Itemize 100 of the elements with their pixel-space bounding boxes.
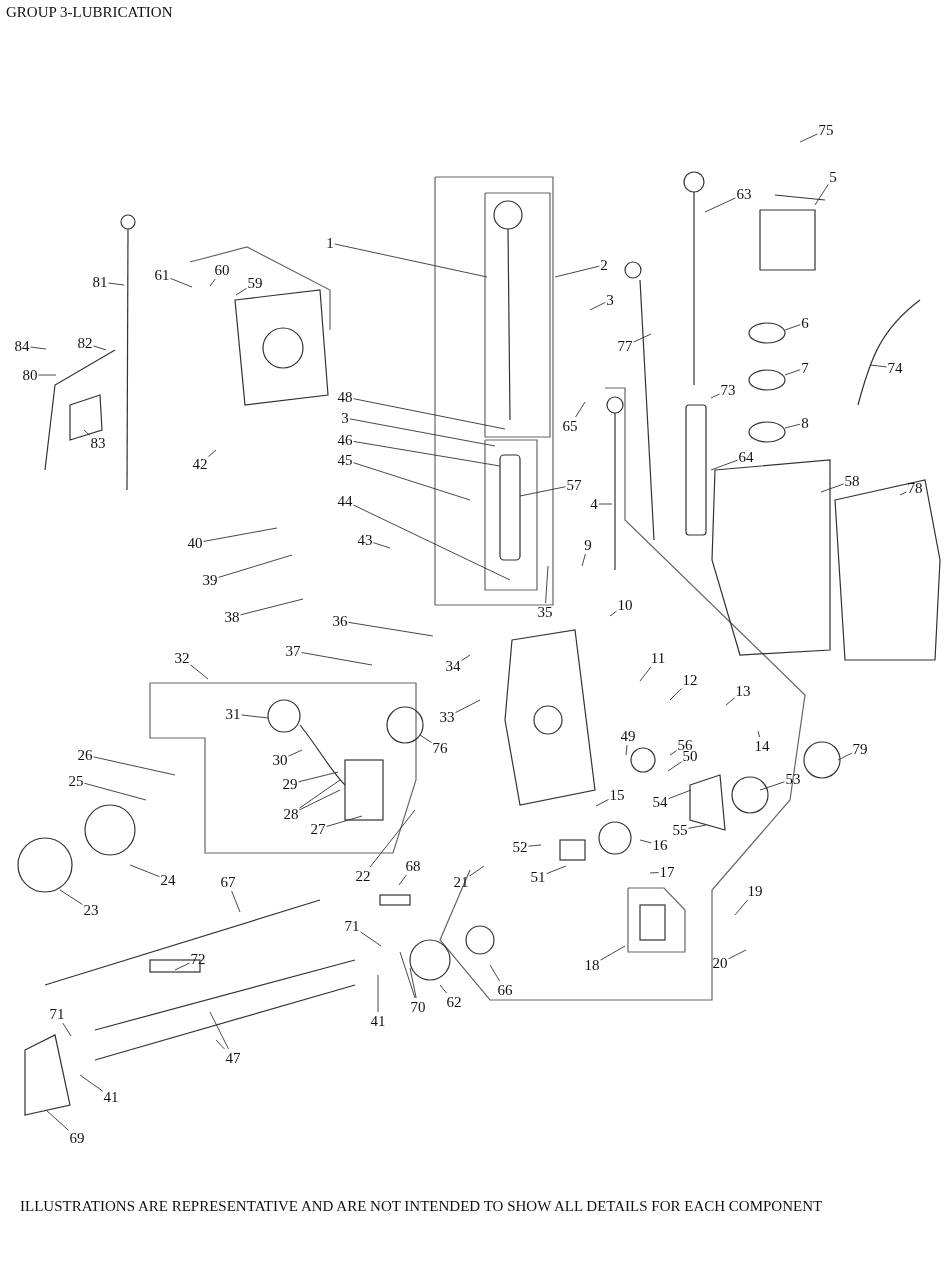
callout-number: 14 <box>754 738 770 754</box>
leader-line <box>208 449 217 457</box>
callout-number: 27 <box>310 821 326 837</box>
callout-number: 70 <box>410 999 426 1015</box>
callout-number: 17 <box>659 864 675 880</box>
callout-number: 38 <box>224 609 240 625</box>
callout-number: 78 <box>907 480 923 496</box>
leader-line <box>353 462 471 501</box>
leader-line <box>353 504 511 581</box>
leader-line <box>334 243 488 278</box>
leader-line <box>595 799 609 807</box>
callout-number: 53 <box>785 771 801 787</box>
callout-number: 37 <box>285 643 301 659</box>
leader-line <box>784 423 801 429</box>
callout-number: 51 <box>530 869 546 885</box>
leader-line <box>377 974 379 1013</box>
callout-number: 15 <box>609 787 625 803</box>
leader-line <box>288 749 303 757</box>
callout-number: 19 <box>747 883 763 899</box>
callout-number: 32 <box>174 650 190 666</box>
leader-line <box>373 542 391 549</box>
leader-line <box>369 809 416 868</box>
callout-number: 2 <box>600 257 608 273</box>
callout-number: 52 <box>512 839 528 855</box>
leader-line <box>218 554 293 578</box>
leader-line <box>235 287 247 296</box>
leader-line <box>360 931 382 947</box>
callout-number: 71 <box>344 918 360 934</box>
callout-number: 16 <box>652 837 668 853</box>
callout-number: 65 <box>562 418 578 434</box>
callout-number: 82 <box>77 335 93 351</box>
leader-line <box>419 734 432 743</box>
callout-number: 18 <box>584 957 600 973</box>
leader-line <box>820 483 844 493</box>
callout-number: 44 <box>337 493 353 509</box>
callout-number: 29 <box>282 776 298 792</box>
callout-number: 76 <box>432 740 448 756</box>
leader-line <box>814 183 829 206</box>
callout-number: 40 <box>187 535 203 551</box>
leader-line <box>728 949 747 960</box>
leader-line <box>704 197 736 213</box>
callout-number: 13 <box>735 683 751 699</box>
leader-line <box>203 527 278 542</box>
callout-number: 22 <box>355 868 371 884</box>
callout-number: 42 <box>192 456 208 472</box>
callout-number: 74 <box>887 360 903 376</box>
leader-line <box>469 865 485 877</box>
callout-number: 34 <box>445 658 461 674</box>
leader-line <box>45 1109 69 1131</box>
leader-line <box>84 782 147 801</box>
leader-line <box>301 652 373 666</box>
callout-number: 4 <box>590 496 598 512</box>
callout-number: 8 <box>801 415 809 431</box>
leader-line <box>439 984 448 994</box>
callout-number: 5 <box>829 169 837 185</box>
leader-line <box>784 324 801 331</box>
callout-number: 58 <box>844 473 860 489</box>
leader-line <box>174 962 190 971</box>
leader-line <box>83 429 90 436</box>
leader-line <box>799 133 818 143</box>
leader-line <box>299 779 341 809</box>
callout-number: 10 <box>617 597 633 613</box>
leader-line <box>649 872 659 874</box>
callout-number: 48 <box>337 389 353 405</box>
callout-number: 6 <box>801 315 809 331</box>
leader-line <box>129 864 160 878</box>
callout-number: 80 <box>22 367 38 383</box>
callout-number: 71 <box>49 1006 65 1022</box>
leader-line <box>353 441 501 467</box>
leader-line <box>93 756 176 776</box>
leader-line <box>899 491 907 496</box>
callout-number: 41 <box>103 1089 119 1105</box>
leader-line <box>581 553 586 567</box>
leader-line <box>62 1022 72 1037</box>
callout-number: 45 <box>337 452 353 468</box>
leader-line <box>455 699 481 714</box>
callout-number: 3 <box>606 292 614 308</box>
callout-number: 62 <box>446 994 462 1010</box>
leader-line <box>170 277 193 288</box>
callout-number: 77 <box>617 338 633 354</box>
leader-line <box>757 730 761 738</box>
leader-line <box>30 346 47 350</box>
diagram-title: GROUP 3-LUBRICATION <box>6 4 173 21</box>
callout-number: 11 <box>650 650 666 666</box>
leader-line <box>869 364 887 368</box>
leader-line <box>240 598 304 616</box>
leader-line <box>545 565 549 604</box>
leader-line <box>609 610 617 617</box>
disclaimer-note: ILLUSTRATIONS ARE REPRESENTATIVE AND ARE NOT INTENDED TO SHOW ALL DETAILS FOR EACH COMPONENT <box>20 1198 823 1215</box>
leader-line <box>489 964 501 982</box>
leader-line <box>298 771 339 783</box>
leader-line <box>326 815 363 827</box>
callout-number: 12 <box>682 672 698 688</box>
callout-number: 1 <box>326 235 334 251</box>
callout-number: 66 <box>497 982 513 998</box>
leader-line <box>759 781 785 791</box>
callout-number: 84 <box>14 338 30 354</box>
leader-line <box>669 750 677 756</box>
callout-number: 25 <box>68 773 84 789</box>
callout-number: 69 <box>69 1130 85 1146</box>
